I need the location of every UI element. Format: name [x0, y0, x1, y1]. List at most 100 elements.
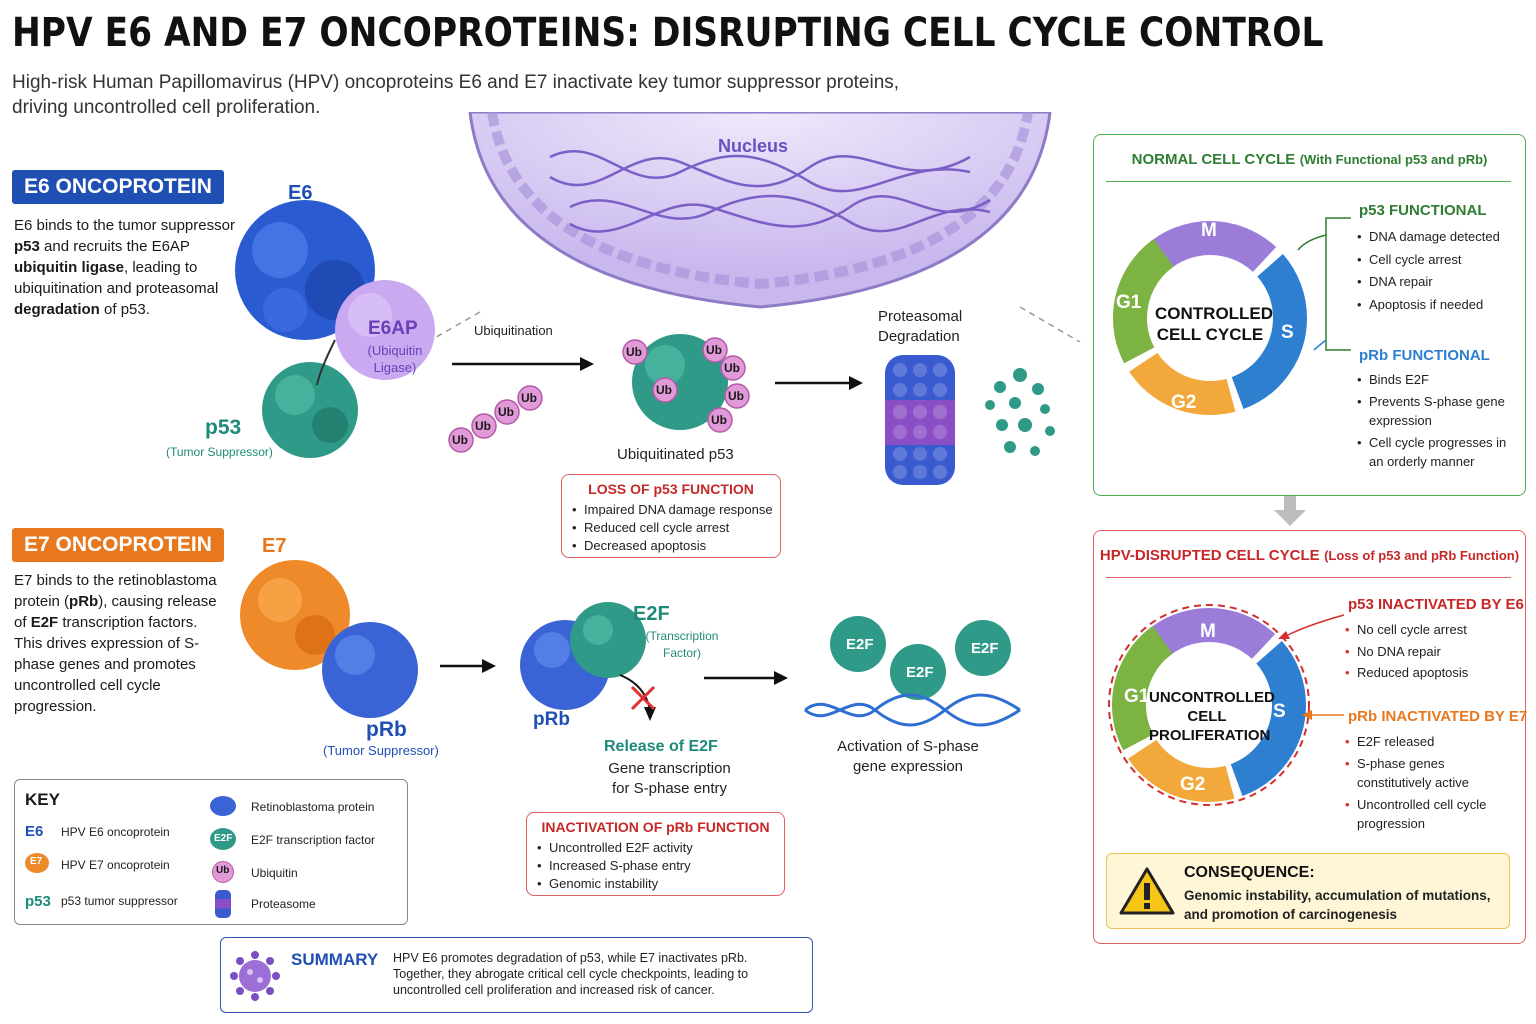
release-e2f-title: Release of E2F	[604, 738, 718, 755]
ub-chain-label-3: Ub	[498, 405, 514, 419]
list-item: Cell cycle progresses in an orderly mann…	[1357, 433, 1507, 471]
ub-tag-2: Ub	[706, 343, 722, 357]
e6-desc-text: , leading to ubiquitination and proteaso…	[14, 259, 219, 297]
inactivation-prb-box: INACTIVATION OF pRb FUNCTION Uncontrolle…	[526, 812, 785, 896]
normal-cycle-title-row: NORMAL CELL CYCLE (With Functional p53 a…	[1094, 151, 1525, 169]
normal-prb-list: Binds E2F Prevents S-phase gene expressi…	[1357, 370, 1507, 471]
normal-bracket	[1297, 217, 1351, 351]
key-title: KEY	[25, 790, 60, 809]
ubiquitination-arrow	[452, 357, 594, 371]
e6-desc-text: E6 binds to the tumor suppressor	[14, 217, 235, 234]
list-item: Uncontrolled E2F activity	[537, 839, 693, 857]
list-item: Prevents S-phase gene expression	[1357, 392, 1507, 430]
prb-e2f-complex-illustration	[520, 602, 656, 721]
divider	[1106, 181, 1511, 182]
normal-phase-g1: G1	[1116, 292, 1142, 313]
ubiquitinated-p53-illustration	[622, 334, 750, 433]
page-title: HPV E6 AND E7 ONCOPROTEINS: DISRUPTING C…	[12, 10, 1324, 56]
prb-label: pRb	[366, 718, 407, 741]
p53-sublabel: (Tumor Suppressor)	[166, 445, 273, 459]
disrupted-phase-s: S	[1273, 701, 1286, 722]
e7-label: E7	[262, 535, 287, 557]
inactivation-prb-title: INACTIVATION OF pRb FUNCTION	[541, 819, 770, 835]
consequence-title: CONSEQUENCE:	[1184, 864, 1315, 881]
e7-header: E7 ONCOPROTEIN	[12, 528, 224, 562]
release-e2f-subtext: Gene transcription for S-phase entry	[608, 760, 731, 797]
ub-tag-6: Ub	[711, 413, 727, 427]
e6-complex-illustration	[235, 200, 435, 458]
e6-desc-bold: ubiquitin ligase	[14, 259, 125, 276]
proteasome-illustration	[885, 355, 955, 485]
disrupted-phase-g1: G1	[1124, 686, 1150, 707]
ubiquitination-label: Ubiquitination	[474, 323, 553, 338]
list-item: Impaired DNA damage response	[572, 501, 773, 519]
normal-phase-g2: G2	[1171, 392, 1197, 413]
e7-desc-bold: pRb	[69, 593, 99, 610]
consequence-text: Genomic instability, accumulation of mut…	[1184, 888, 1491, 922]
e2f-activation-arrow	[704, 671, 788, 685]
key-label-p53: p53 tumor suppressor	[61, 894, 178, 908]
e7-desc-text: E7 binds to the retinoblastoma protein (	[14, 572, 217, 610]
list-item: Apoptosis if needed	[1357, 294, 1517, 317]
list-item: Cell cycle arrest	[1357, 249, 1517, 272]
prb-protein-blob	[322, 622, 418, 718]
disrupted-connectors	[1278, 614, 1345, 720]
list-item: No DNA repair	[1345, 641, 1515, 663]
list-item: Binds E2F	[1357, 370, 1507, 389]
e2f-label: E2F	[633, 603, 670, 625]
proteasome-label: Proteasomal Degradation	[878, 308, 963, 345]
e2f-key-icon	[210, 828, 236, 850]
disrupted-cycle-title: HPV-DISRUPTED CELL CYCLE	[1099, 547, 1320, 564]
list-item: DNA repair	[1357, 271, 1517, 294]
list-item: S-phase genes constitutively active	[1345, 754, 1505, 792]
inactivation-prb-list: Uncontrolled E2F activity Increased S-ph…	[537, 839, 693, 893]
e7-desc-text: transcription factors. This drives expre…	[14, 614, 200, 715]
proteasome-key-icon	[215, 890, 231, 918]
summary-text: HPV E6 promotes degradation of p53, whil…	[393, 951, 749, 997]
degraded-fragments	[985, 368, 1055, 456]
disrupted-phase-m: M	[1200, 621, 1216, 642]
ub-chain	[448, 385, 543, 453]
warning-icon	[1119, 867, 1175, 915]
e2f-sublabel: (Transcription Factor)	[645, 629, 719, 660]
p53-protein-blob	[262, 362, 358, 458]
e6ap-label: E6AP	[368, 318, 418, 339]
key-label-proteasome: Proteasome	[251, 897, 316, 911]
p53-label: p53	[205, 416, 242, 439]
list-item: No cell cycle arrest	[1345, 619, 1515, 641]
prb-complex-label: pRb	[533, 709, 570, 730]
e2f-chip-3: E2F	[971, 640, 999, 657]
list-item: Reduced apoptosis	[1345, 662, 1515, 684]
key-label-e6: HPV E6 oncoprotein	[61, 825, 170, 839]
disrupted-p53-title: p53 INACTIVATED BY E6	[1348, 596, 1524, 613]
normal-phase-s: S	[1281, 322, 1294, 343]
key-symbol-e6: E6	[25, 823, 44, 840]
ub-chain-label-4: Ub	[521, 391, 537, 405]
disrupted-cycle-center: UNCONTROLLED CELL PROLIFERATION	[1149, 689, 1275, 744]
ub-tag-1: Ub	[626, 345, 642, 359]
summary-title: SUMMARY	[291, 950, 379, 969]
normal-cycle-wheel	[1113, 221, 1307, 415]
e6-label: E6	[288, 182, 313, 204]
ubiquitinated-p53-label: Ubiquitinated p53	[617, 446, 734, 463]
divider	[1106, 577, 1511, 578]
consequence-box: CONSEQUENCE: Genomic instability, accumu…	[1106, 853, 1510, 929]
e6-description: E6 binds to the tumor suppressor p53 and…	[14, 215, 244, 320]
ub-chain-label-1: Ub	[452, 433, 468, 447]
disrupted-cycle-wheel	[1108, 604, 1310, 806]
ub-chain-label-2: Ub	[475, 419, 491, 433]
key-label-e7: HPV E7 oncoprotein	[61, 858, 170, 872]
e7-desc-bold: E2F	[30, 614, 59, 631]
e2f-chip-1: E2F	[846, 636, 874, 653]
activation-label: Activation of S-phase gene expression	[837, 738, 979, 775]
disrupted-phase-g2: G2	[1180, 774, 1206, 795]
normal-p53-list: DNA damage detected Cell cycle arrest DN…	[1357, 226, 1517, 316]
nucleus-illustration	[430, 112, 1081, 342]
free-e2f-dna-illustration	[804, 616, 1021, 727]
key-symbol-e2f: E2F	[214, 833, 233, 844]
normal-cycle-center: CONTROLLED CELL CYCLE	[1155, 304, 1274, 344]
ub-key-icon	[212, 861, 234, 883]
list-item: Genomic instability	[537, 875, 693, 893]
normal-cycle-subtitle: (With Functional p53 and pRb)	[1299, 152, 1488, 167]
key-panel: KEY E6 HPV E6 oncoprotein E7 HPV E7 onco…	[14, 779, 408, 925]
